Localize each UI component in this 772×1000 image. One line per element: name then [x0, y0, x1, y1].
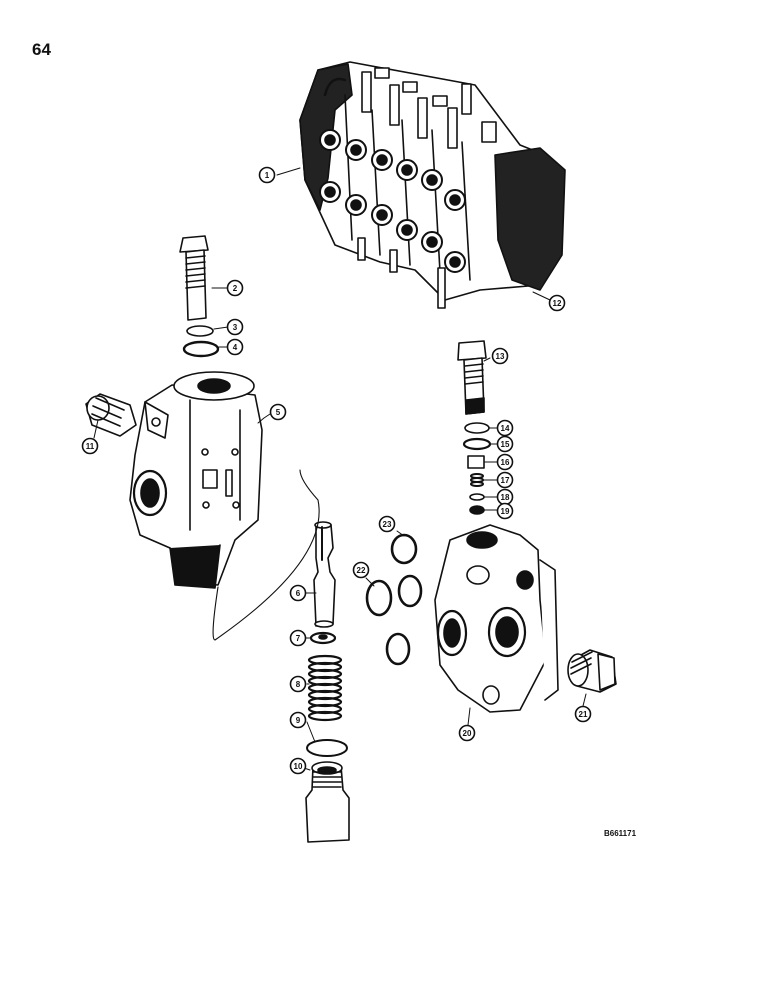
callout-circle	[574, 705, 592, 723]
callout-circle	[226, 338, 244, 356]
callout-number: 14	[501, 424, 510, 433]
callout-6: 6	[289, 584, 307, 602]
washer-7	[309, 631, 337, 645]
callout-circle	[289, 711, 307, 729]
inlet-body-part	[129, 371, 263, 589]
callout-number: 16	[501, 458, 510, 467]
callout-circle	[258, 166, 276, 184]
callout-12: 12	[548, 294, 566, 312]
backup-ring-4	[182, 340, 220, 358]
callout-9: 9	[289, 711, 307, 729]
callout-number: 9	[296, 716, 301, 725]
callout-number: 19	[501, 507, 510, 516]
ring-14	[464, 422, 490, 434]
callout-circle	[289, 675, 307, 693]
callout-8: 8	[289, 675, 307, 693]
seat-19	[469, 505, 485, 515]
callout-number: 18	[501, 493, 510, 502]
callout-circle	[226, 279, 244, 297]
callout-number: 17	[501, 476, 510, 485]
o-ring-22c	[385, 632, 411, 666]
spring-17	[470, 473, 484, 487]
spring-8	[307, 654, 343, 722]
o-ring-22	[365, 579, 393, 617]
callout-16: 16	[496, 453, 514, 471]
callout-number: 10	[294, 762, 303, 771]
callout-1: 1	[258, 166, 276, 184]
callout-circle	[352, 561, 370, 579]
page-number: 64	[32, 40, 51, 59]
relief-cap-part	[179, 235, 209, 321]
callout-14: 14	[496, 419, 514, 437]
callout-circle	[496, 435, 514, 453]
callout-18: 18	[496, 488, 514, 506]
callout-circle	[496, 471, 514, 489]
callout-number: 12	[553, 299, 562, 308]
valve-assembly-illustration	[299, 61, 566, 309]
callout-20: 20	[458, 724, 476, 742]
cap-10	[305, 761, 350, 843]
poppet-spool-6	[313, 521, 336, 628]
callout-22: 22	[352, 561, 370, 579]
callout-number: 3	[233, 323, 238, 332]
callout-number: 4	[233, 343, 238, 352]
callout-13: 13	[491, 347, 509, 365]
callout-21: 21	[574, 705, 592, 723]
outlet-body-part	[434, 524, 559, 713]
callout-number: 22	[357, 566, 366, 575]
callout-3: 3	[226, 318, 244, 336]
callout-circle	[269, 403, 287, 421]
callout-15: 15	[496, 435, 514, 453]
callout-number: 1	[265, 171, 270, 180]
callout-number: 23	[383, 520, 392, 529]
ring-18	[469, 493, 485, 501]
ring-15	[462, 437, 492, 451]
callout-number: 20	[463, 729, 472, 738]
callout-number: 6	[296, 589, 301, 598]
callout-circle	[378, 515, 396, 533]
callout-number: 15	[501, 440, 510, 449]
callout-2: 2	[226, 279, 244, 297]
callout-11: 11	[81, 437, 99, 455]
callout-circle	[289, 629, 307, 647]
callout-23: 23	[378, 515, 396, 533]
figure-code: B661171	[604, 829, 637, 838]
o-ring-9	[306, 739, 348, 757]
callout-10: 10	[289, 757, 307, 775]
callout-17: 17	[496, 471, 514, 489]
callout-number: 2	[233, 284, 238, 293]
callout-circle	[496, 453, 514, 471]
callout-4: 4	[226, 338, 244, 356]
callout-number: 11	[86, 442, 95, 451]
callout-circle	[81, 437, 99, 455]
callout-circle	[226, 318, 244, 336]
callout-number: 13	[496, 352, 505, 361]
callout-19: 19	[496, 502, 514, 520]
outlet-cap-13	[457, 340, 487, 415]
o-ring-3	[186, 325, 214, 337]
callout-number: 8	[296, 680, 301, 689]
o-ring-22b	[397, 574, 423, 608]
plug-11	[85, 393, 137, 437]
o-ring-23	[390, 533, 418, 565]
callout-circle	[491, 347, 509, 365]
callout-5: 5	[269, 403, 287, 421]
callout-7: 7	[289, 629, 307, 647]
callout-circle	[289, 757, 307, 775]
callout-number: 21	[579, 710, 588, 719]
callout-circle	[496, 419, 514, 437]
callout-circle	[548, 294, 566, 312]
callout-number: 7	[296, 634, 301, 643]
plug-21	[567, 649, 617, 693]
callout-number: 5	[276, 408, 281, 417]
poppet-16	[467, 455, 485, 469]
callout-circle	[496, 502, 514, 520]
callout-circle	[289, 584, 307, 602]
callout-circle	[458, 724, 476, 742]
